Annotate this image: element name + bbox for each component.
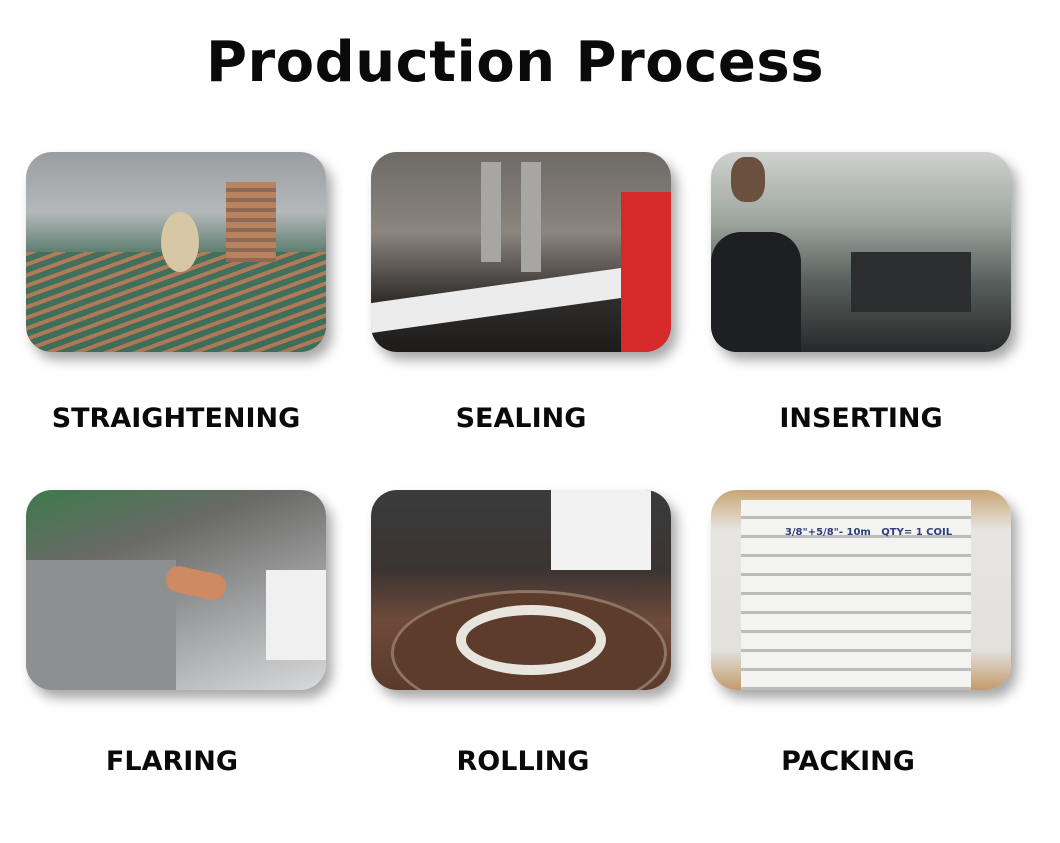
step-label-rolling: ROLLING <box>456 746 590 777</box>
step-label-flaring: FLARING <box>105 746 239 777</box>
step-label-straightening: STRAIGHTENING <box>51 403 301 434</box>
sealing-photo <box>371 152 671 352</box>
inserting-photo <box>711 152 1011 352</box>
straightening-photo <box>26 152 326 352</box>
rolling-photo <box>371 490 671 690</box>
box-label: 3/8"+5/8"- 10m QTY= 1 COIL <box>784 527 953 538</box>
packing-photo: 3/8"+5/8"- 10m QTY= 1 COIL <box>711 490 1011 690</box>
step-label-inserting: INSERTING <box>779 403 943 434</box>
flaring-photo <box>26 490 326 690</box>
step-label-packing: PACKING <box>781 746 915 777</box>
page-title: Production Process <box>205 30 825 95</box>
step-label-sealing: SEALING <box>455 403 587 434</box>
